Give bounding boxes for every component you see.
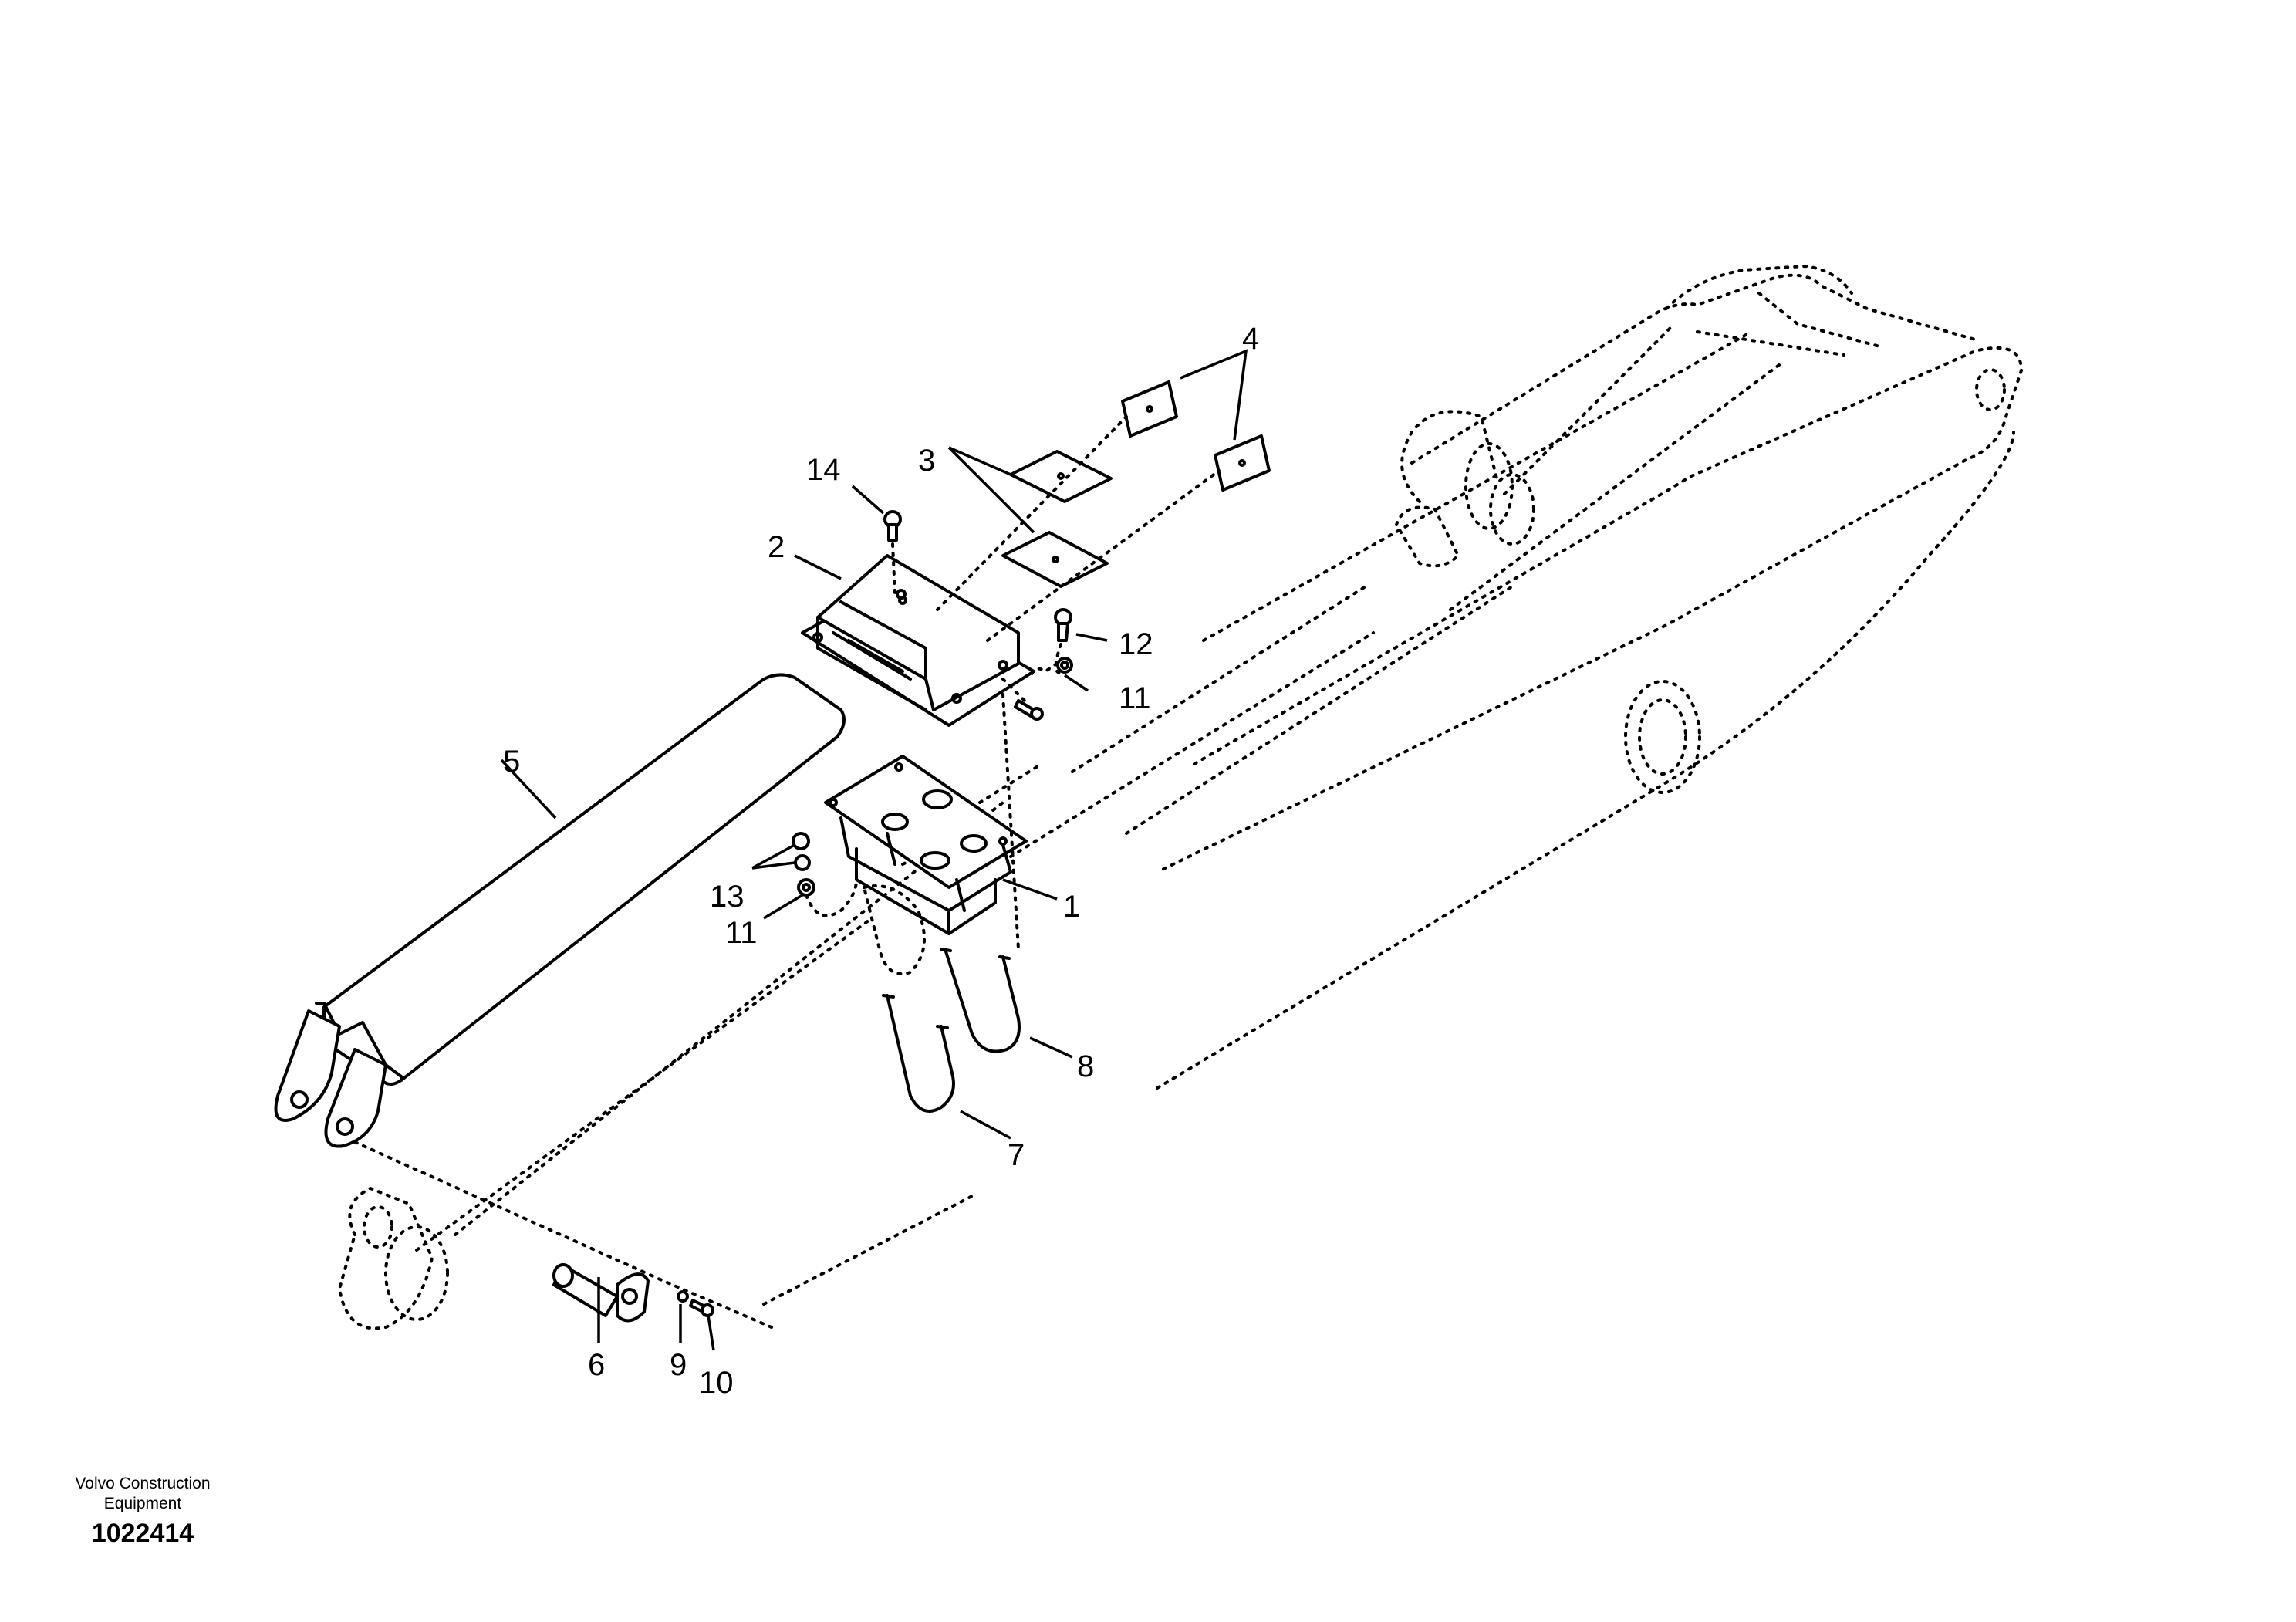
footer-org-line-1: Volvo Construction xyxy=(75,1475,211,1492)
assembly-guides xyxy=(805,415,1221,951)
callout-labels: 1 2 3 4 5 6 7 8 9 10 11 12 13 14 11 xyxy=(503,322,1259,1400)
pad-part-3-upper xyxy=(1009,450,1113,503)
lower-bracket-part-1 xyxy=(824,755,1028,975)
callout-11-lower: 11 xyxy=(725,916,758,950)
hose-guard-part-5 xyxy=(274,673,846,1148)
washer-part-9 xyxy=(677,1290,689,1303)
u-bolt-part-7 xyxy=(882,994,955,1113)
callout-2: 2 xyxy=(768,530,785,564)
callout-12: 12 xyxy=(1119,627,1153,661)
pad-part-4-upper xyxy=(1121,380,1178,438)
washer-part-13-a xyxy=(792,832,810,850)
nut-part-11-lower xyxy=(797,878,815,897)
drawing-id: 1022414 xyxy=(91,1519,194,1548)
footer-organization: Volvo Construction Equipment xyxy=(15,1474,270,1514)
pad-part-4-lower xyxy=(1214,434,1271,492)
boom-outline xyxy=(901,264,2024,1090)
callout-5: 5 xyxy=(503,745,520,779)
callout-1: 1 xyxy=(1063,890,1080,924)
bolt-upper-side xyxy=(1014,699,1044,721)
u-bolt-part-8 xyxy=(940,948,1021,1053)
washer-part-13-b xyxy=(794,854,811,871)
callout-11-upper: 11 xyxy=(1119,681,1151,715)
callout-9: 9 xyxy=(670,1348,687,1382)
callout-8: 8 xyxy=(1077,1049,1094,1083)
pad-part-3-lower xyxy=(1001,531,1109,588)
footer-org-line-2: Equipment xyxy=(103,1495,182,1512)
callout-14: 14 xyxy=(806,453,841,487)
callout-13: 13 xyxy=(710,880,745,914)
nut-part-11-upper xyxy=(1056,657,1073,674)
bolt-part-12 xyxy=(1054,608,1072,642)
leader-lines xyxy=(500,349,1248,1351)
callout-6: 6 xyxy=(588,1348,605,1382)
callout-4: 4 xyxy=(1242,322,1259,356)
callout-7: 7 xyxy=(1008,1138,1025,1172)
pin-part-6 xyxy=(552,1263,650,1323)
callout-3: 3 xyxy=(918,444,935,478)
bolt-part-10 xyxy=(689,1299,714,1317)
callout-10: 10 xyxy=(699,1366,734,1400)
bolt-part-14 xyxy=(883,510,902,542)
upper-bracket-part-2 xyxy=(801,554,1035,727)
